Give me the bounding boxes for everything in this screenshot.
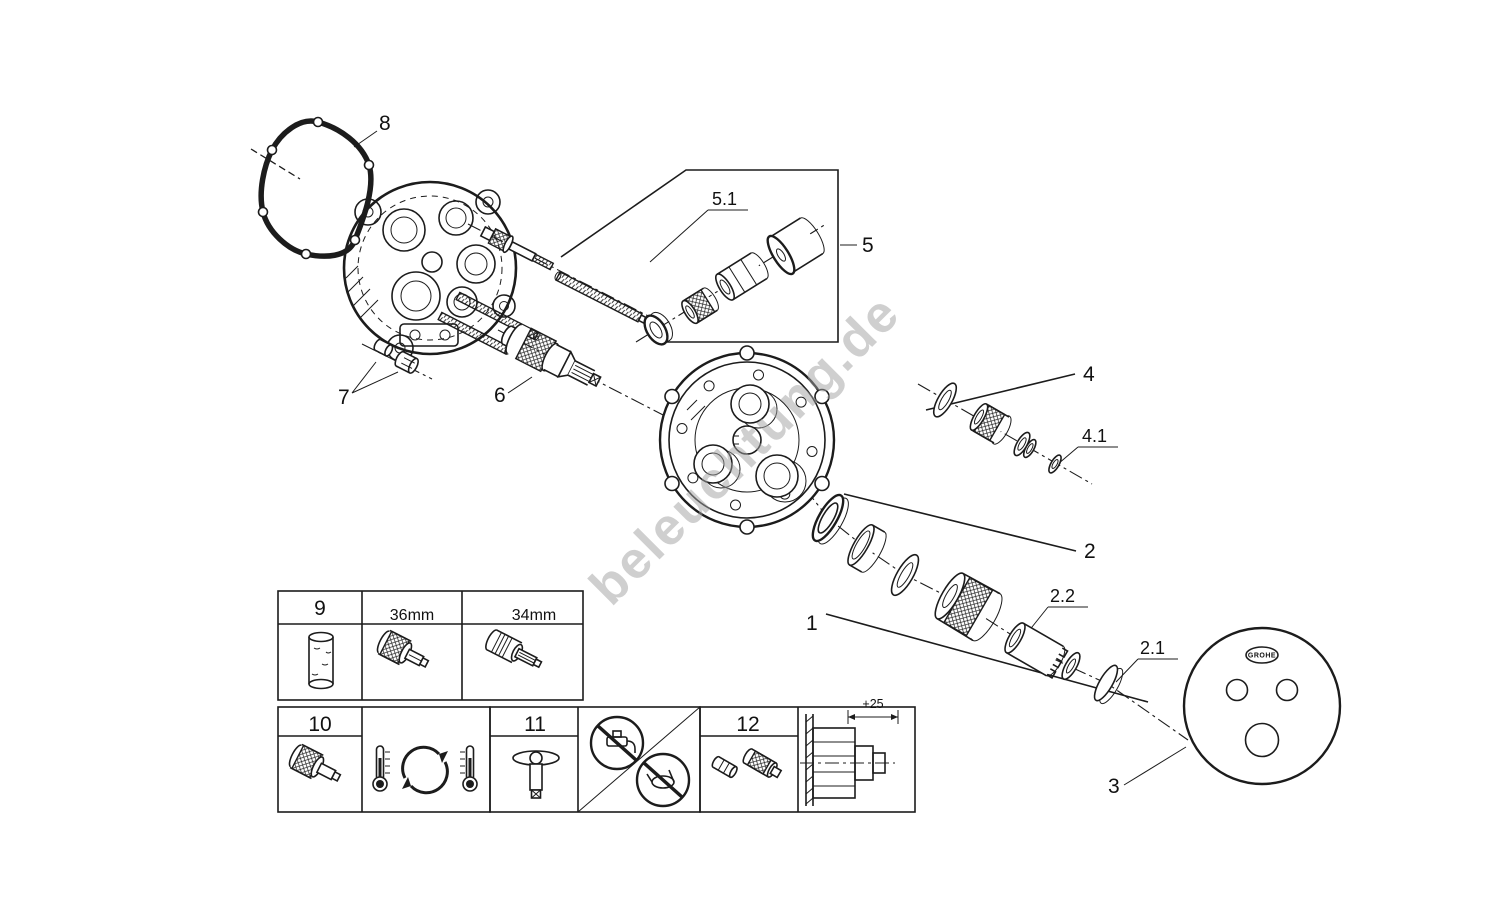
gasket-o-ring [257, 116, 375, 260]
callout-11: 11 [524, 713, 546, 736]
callout-4: 4 [1083, 363, 1095, 386]
cartridge-36mm-drawing [376, 629, 430, 668]
o-ring-4 [932, 382, 958, 418]
valve-spindle [479, 225, 555, 271]
spacer-ring [847, 523, 887, 573]
spec-box-11 [489, 706, 701, 813]
callout-9: 9 [314, 597, 326, 620]
cap-5 [766, 217, 825, 276]
thermometer-icon [372, 745, 390, 792]
extension-sleeve-drawing [308, 631, 334, 690]
callout-2: 2 [1084, 540, 1096, 563]
threaded-spindle-rod [554, 271, 650, 326]
screw-plug-hex [394, 350, 419, 374]
callout-5: 5 [862, 234, 874, 257]
knurled-extension-sleeve [934, 572, 1003, 642]
callout-1: 1 [806, 612, 818, 635]
brand-badge: GROHE [1248, 653, 1276, 660]
callout-3: 3 [1108, 775, 1120, 798]
knurled-nut-5 [681, 287, 719, 325]
bearing-disc-4 [1048, 454, 1062, 474]
cartridge-6 [500, 323, 602, 388]
o-ring-small [1061, 651, 1081, 681]
callout-5-1: 5.1 [712, 189, 737, 209]
callout-2-1: 2.1 [1140, 638, 1165, 658]
spec-box-12 [699, 706, 916, 813]
cartridge-34mm-drawing [485, 629, 543, 669]
ring-nut-5 [643, 311, 673, 346]
sleeve-5 [714, 252, 769, 301]
label-plus25: +25 [862, 697, 883, 711]
o-ring-large [890, 553, 920, 597]
toothed-tube [1004, 622, 1069, 679]
callout-7: 7 [338, 386, 350, 409]
spec-box-9 [277, 590, 584, 701]
label-36mm: 36mm [390, 607, 434, 624]
installation-depth-diagram [800, 710, 899, 806]
mounting-plate [658, 345, 836, 535]
callout-2-2: 2.2 [1050, 586, 1075, 606]
cartridge-10-drawing [288, 743, 342, 782]
callout-12: 12 [736, 713, 759, 736]
stop-ring [811, 493, 849, 545]
pin-large [742, 748, 783, 779]
cycle-arrows-icon [401, 745, 449, 795]
callout-4-1: 4.1 [1082, 426, 1107, 446]
valve-body [342, 180, 518, 362]
thermometer-icon-2 [460, 745, 478, 792]
mounting-tool-drawing [512, 750, 560, 799]
no-grease-icon [589, 715, 645, 771]
no-oil-icon [635, 752, 691, 808]
cover-plate: GROHE [1182, 626, 1342, 786]
knurled-adapter-4 [969, 402, 1012, 445]
label-34mm: 34mm [512, 607, 556, 624]
washers-4 [1013, 431, 1037, 459]
callout-6: 6 [494, 384, 506, 407]
cover-disc [1093, 664, 1124, 705]
callout-8: 8 [379, 112, 391, 135]
spec-box-10 [277, 706, 491, 813]
screw-plug-small [373, 338, 394, 357]
pin-small [711, 755, 738, 779]
callout-10: 10 [308, 713, 331, 736]
